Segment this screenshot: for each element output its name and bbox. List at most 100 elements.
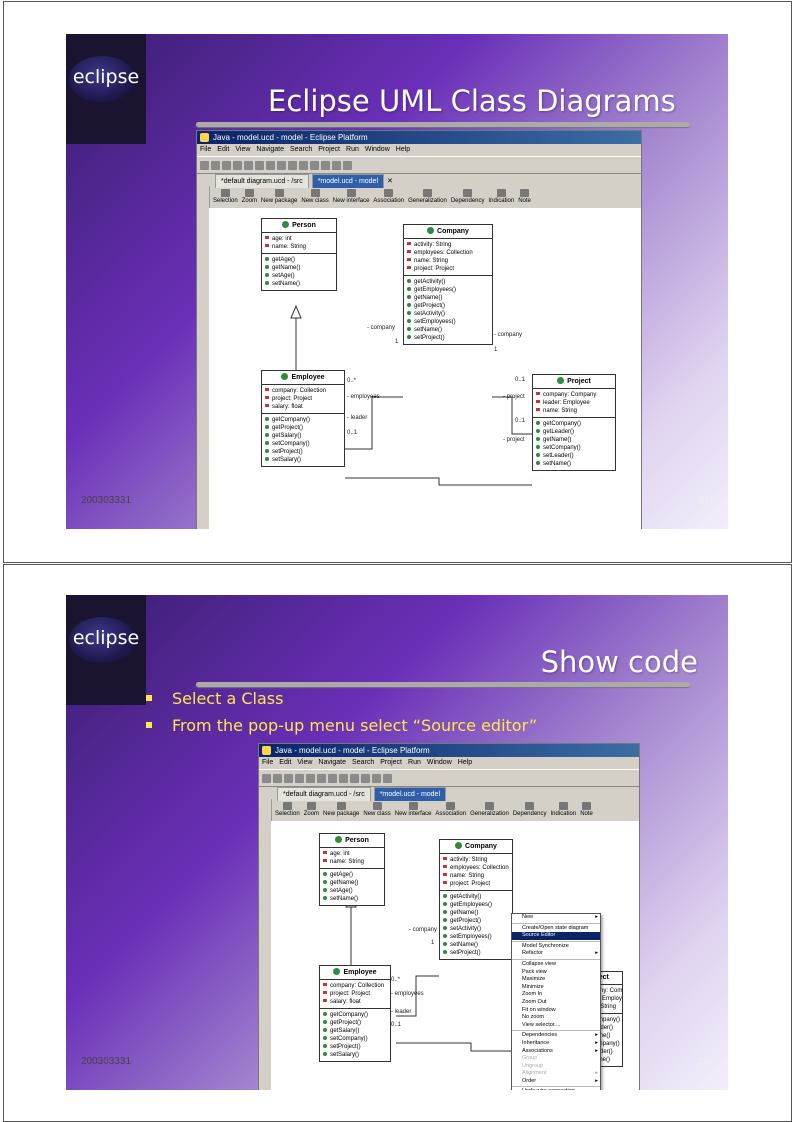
palette-new-interface[interactable]: New interface — [333, 187, 369, 204]
save-icon[interactable] — [211, 161, 220, 170]
palette-new-class[interactable]: New class — [301, 187, 329, 204]
menu-edit[interactable]: Edit — [217, 146, 230, 153]
menu-project[interactable]: Project — [380, 759, 403, 766]
context-menu-item[interactable]: Minimize — [522, 983, 544, 990]
palette-generalization[interactable]: Generalization — [408, 187, 447, 204]
context-menu-item[interactable]: Undo wire connection — [512, 1088, 600, 1090]
new-package-icon[interactable] — [339, 774, 348, 783]
menu-run[interactable]: Run — [408, 759, 421, 766]
palette-selection[interactable]: Selection — [213, 187, 238, 204]
context-menu-item[interactable]: Fit on window — [522, 1006, 556, 1013]
palette-new-class[interactable]: New class — [363, 800, 391, 817]
context-menu-item[interactable]: Refactor — [512, 950, 600, 958]
menu-view[interactable]: View — [235, 146, 251, 153]
palette-new-package[interactable]: New package — [323, 800, 359, 817]
assoc-label: 0..1 — [515, 377, 526, 383]
menu-window[interactable]: Window — [426, 759, 452, 766]
menu-help[interactable]: Help — [395, 146, 411, 153]
palette-association[interactable]: Association — [373, 187, 404, 204]
context-menu-item[interactable]: Order — [512, 1078, 600, 1086]
context-menu-item[interactable]: Model Synchronize — [522, 942, 569, 949]
search-icon[interactable] — [372, 774, 381, 783]
debug-icon[interactable] — [295, 774, 304, 783]
palette-association[interactable]: Association — [435, 800, 466, 817]
context-menu-item[interactable]: Dependencies — [512, 1032, 600, 1040]
debug-icon[interactable] — [233, 161, 242, 170]
new-package-icon[interactable] — [277, 161, 286, 170]
palette-new-package[interactable]: New package — [261, 187, 297, 204]
menu-search[interactable]: Search — [352, 759, 375, 766]
back-icon[interactable] — [321, 161, 330, 170]
context-menu-item[interactable]: No zoom — [522, 1014, 545, 1021]
menu-search[interactable]: Search — [290, 146, 313, 153]
tab-model-ucd[interactable]: *model.ucd - model — [311, 174, 385, 188]
context-menu-item[interactable]: Pack view — [522, 968, 547, 975]
palette-note[interactable]: Note — [518, 187, 531, 204]
print-icon[interactable] — [222, 161, 231, 170]
assoc-label: - employees — [347, 394, 380, 400]
menu-help[interactable]: Help — [457, 759, 473, 766]
menu-navigate[interactable]: Navigate — [256, 146, 285, 153]
palette-dependency[interactable]: Dependency — [451, 187, 485, 204]
class-name: Project — [567, 378, 591, 385]
palette-zoom[interactable]: Zoom — [304, 800, 319, 817]
context-menu-item[interactable]: View selector.... — [522, 1021, 561, 1028]
context-menu-item[interactable]: New — [512, 914, 600, 922]
menu-window[interactable]: Window — [364, 146, 390, 153]
new-java-project-icon[interactable] — [266, 161, 275, 170]
context-menu-item[interactable]: Inheritance — [512, 1040, 600, 1048]
context-menu-item[interactable]: Source Editor — [512, 932, 600, 940]
run-icon[interactable] — [244, 161, 253, 170]
forward-icon[interactable] — [332, 161, 341, 170]
menu-project[interactable]: Project — [318, 146, 341, 153]
save-icon[interactable] — [273, 774, 282, 783]
palette-dependency[interactable]: Dependency — [513, 800, 547, 817]
close-tab-icon[interactable]: ✕ — [387, 178, 393, 185]
context-menu-item[interactable]: Zoom Out — [522, 998, 547, 1005]
palette-selection[interactable]: Selection — [275, 800, 300, 817]
menu-run[interactable]: Run — [346, 146, 359, 153]
open-type-icon[interactable] — [299, 161, 308, 170]
menu-view[interactable]: View — [297, 759, 313, 766]
context-menu-item[interactable]: Associations — [512, 1048, 600, 1056]
tab-model-ucd[interactable]: *model.ucd - model — [373, 787, 447, 801]
context-menu-item[interactable]: Zoom In — [522, 991, 543, 998]
back-icon[interactable] — [383, 774, 392, 783]
run-icon[interactable] — [306, 774, 315, 783]
new-class-icon[interactable] — [288, 161, 297, 170]
external-tools-icon[interactable] — [255, 161, 264, 170]
tab-default-diagram[interactable]: *default diagram.ucd - /src — [215, 174, 309, 188]
context-menu-item[interactable]: Create/Open state diagram — [522, 924, 589, 931]
new-icon[interactable] — [200, 161, 209, 170]
palette-zoom[interactable]: Zoom — [242, 187, 257, 204]
menu-navigate[interactable]: Navigate — [318, 759, 347, 766]
new-icon[interactable] — [262, 774, 271, 783]
menu-file[interactable]: File — [200, 146, 212, 153]
search-icon[interactable] — [310, 161, 319, 170]
palette-new-interface[interactable]: New interface — [395, 800, 431, 817]
palette-indication[interactable]: Indication — [489, 187, 514, 204]
menu-edit[interactable]: Edit — [279, 759, 292, 766]
context-menu-item[interactable]: Collapse view — [522, 960, 556, 967]
menu-file[interactable]: File — [262, 759, 274, 766]
palette-note[interactable]: Note — [580, 800, 593, 817]
palette-indication[interactable]: Indication — [551, 800, 576, 817]
new-class-icon[interactable] — [350, 774, 359, 783]
palette-generalization[interactable]: Generalization — [470, 800, 509, 817]
print-icon[interactable] — [284, 774, 293, 783]
open-type-icon[interactable] — [361, 774, 370, 783]
tab-default-diagram[interactable]: *default diagram.ucd - /src — [277, 787, 371, 801]
new-java-project-icon[interactable] — [328, 774, 337, 783]
perspective-icon[interactable] — [343, 161, 352, 170]
external-tools-icon[interactable] — [317, 774, 326, 783]
context-menu-item[interactable]: Maximize — [522, 976, 546, 983]
